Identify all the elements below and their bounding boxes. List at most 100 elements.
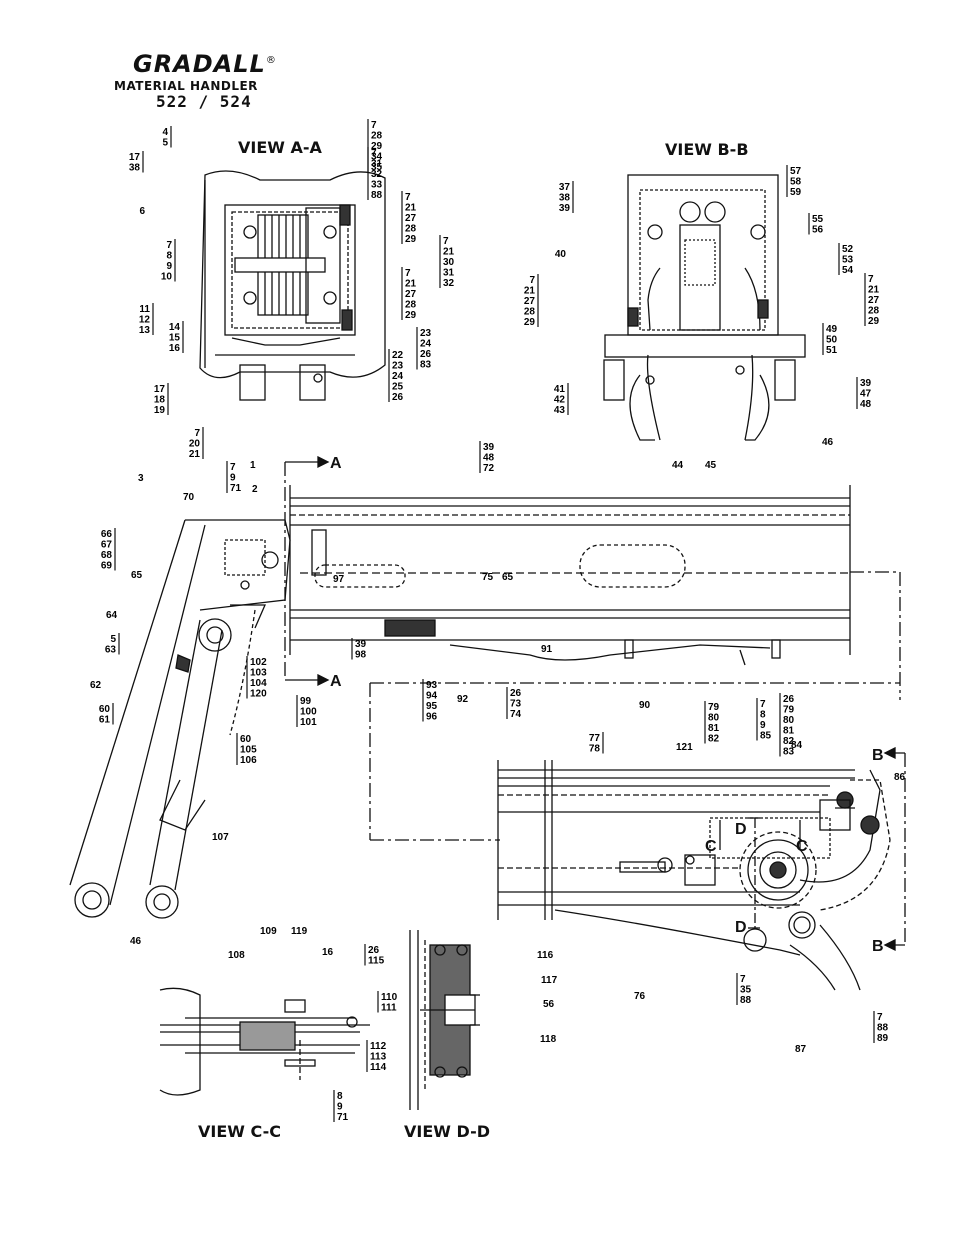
callout-number: 46 [822,437,834,448]
callout-number: 82 [708,734,720,745]
model-number: 522 / 524 [156,92,252,111]
callout-number: 8 [760,710,766,721]
callout-number: 62 [90,680,102,691]
callout-number: 38 [129,163,141,174]
callout-main-23: 92 [457,694,469,705]
callout-number: 28 [868,306,880,317]
callout-number: 28 [405,300,417,311]
callout-number: 38 [559,193,571,204]
callout-number: 9 [230,473,236,484]
callout-number: 102 [250,657,267,668]
callout-main-5: 70 [183,492,195,503]
callout-number: 118 [540,1034,557,1045]
callout-number: 29 [524,317,536,328]
callout-number: 83 [420,360,432,371]
callout-number: 28 [405,224,417,235]
callout-number: 9 [166,261,172,272]
section-marker-a-bottom: A [330,673,342,690]
callout-bb-7: 46 [822,437,834,448]
callout-cc-2: 119 [291,926,308,937]
callout-number: 98 [355,650,367,661]
callout-cc-3: 108 [228,950,245,961]
callout-number: 7 [877,1012,883,1023]
callout-number: 9 [760,720,766,731]
callout-number: 7 [371,120,377,131]
callout-number: 21 [189,449,201,460]
callout-number: 30 [443,257,455,268]
view-aa-drawing [199,170,386,401]
callout-number: 114 [370,1062,387,1073]
callout-number: 99 [300,696,312,707]
callout-number: 29 [405,234,417,245]
callout-number: 84 [791,740,803,751]
view-bb-title: VIEW B-B [665,140,749,159]
callout-main-8: 64 [106,610,118,621]
callout-number: 64 [106,610,118,621]
callout-dd-5: 118 [540,1034,557,1045]
callout-number: 56 [543,999,555,1010]
callout-number: 52 [842,244,854,255]
callout-number: 74 [510,709,522,720]
callout-main-7: 65 [131,570,143,581]
callout-number: 26 [392,392,404,403]
callout-number: 24 [420,339,432,350]
view-cc-drawing [159,987,370,1096]
view-aa-title: VIEW A-A [238,138,322,157]
callout-number: 80 [708,713,720,724]
callout-number: 7 [405,268,411,279]
callout-number: 8 [166,251,172,262]
callout-number: 44 [672,460,684,471]
callout-number: 101 [300,717,317,728]
callout-number: 7 [405,192,411,203]
callout-bb-5: 44 [672,460,684,471]
callout-number: 121 [676,742,693,753]
callout-number: 17 [154,384,166,395]
callout-bb-6: 45 [705,460,717,471]
callout-number: 88 [740,995,752,1006]
callout-number: 26 [420,349,432,360]
callout-number: 7 [371,148,377,159]
callout-number: 76 [634,991,646,1002]
callout-number: 35 [740,985,752,996]
callout-number: 66 [101,529,113,540]
registered-mark: ® [265,55,277,66]
callout-main-10: 62 [90,680,102,691]
callout-number: 82 [783,736,795,747]
callout-number: 21 [868,285,880,296]
callout-number: 79 [783,705,795,716]
callout-number: 49 [826,324,838,335]
callout-main-15: 107 [212,832,229,843]
callout-number: 77 [589,733,601,744]
callout-main-32: 84 [791,740,803,751]
callout-number: 60 [99,704,111,715]
callout-number: 103 [250,668,267,679]
callout-number: 48 [483,453,495,464]
callout-number: 22 [392,350,404,361]
callout-number: 42 [554,395,566,406]
callout-number: 81 [708,723,720,734]
callout-number: 68 [101,550,113,561]
callout-number: 25 [392,382,404,393]
callout-number: 21 [405,203,417,214]
callout-number: 7 [443,236,449,247]
callout-number: 48 [860,399,872,410]
callout-number: 113 [370,1052,387,1063]
callout-number: 86 [894,772,906,783]
callout-number: 116 [537,950,554,961]
callout-number: 33 [371,180,383,191]
callout-number: 20 [189,439,201,450]
